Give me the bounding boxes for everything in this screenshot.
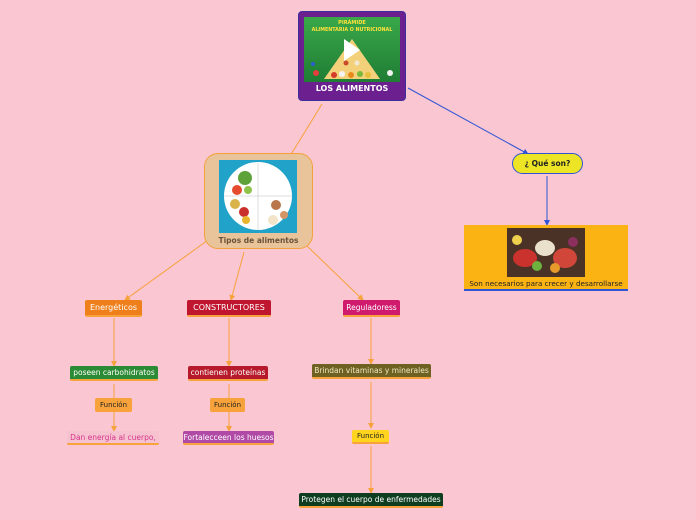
reguladores-detail[interactable]: Brindan vitaminas y minerales [312,364,431,379]
constructores-detail[interactable]: contienen proteínas [188,366,268,381]
what-answer-node[interactable]: Son necesarios para crecer y desarrollar… [464,225,628,291]
link-types-constructores [229,251,245,301]
link-types-reguladores [304,243,364,301]
pyramid-title-line2: ALIMENTARIA O NUTRICIONAL [311,28,393,33]
types-title: Tipos de alimentos [218,236,299,245]
what-question-node[interactable]: ¿ Qué son? [512,153,583,174]
reguladores-node[interactable]: Reguladoress [343,300,400,317]
reguladores-function-label[interactable]: Función [352,430,389,444]
pyramid-video-thumbnail[interactable]: PIRÁMIDE ALIMENTARIA O NUTRICIONAL [304,17,400,82]
energeticos-node[interactable]: Energéticos [85,300,142,317]
link-root-types [289,103,323,157]
reguladores-function-text[interactable]: Protegen el cuerpo de enfermedades [299,493,443,508]
constructores-function-label[interactable]: Función [210,398,245,412]
types-node[interactable]: Tipos de alimentos [204,153,313,249]
constructores-node[interactable]: CONSTRUCTORES [187,300,271,317]
root-title: LOS ALIMENTOS [315,84,389,93]
energeticos-function-text[interactable]: Dan energía al cuerpo, [67,431,159,445]
pyramid-title-line1: PIRÁMIDE [338,20,366,26]
constructores-function-text[interactable]: Fortalecceen los huesos [183,431,274,445]
food-photo-illustration [507,228,585,277]
root-node[interactable]: PIRÁMIDE ALIMENTARIA O NUTRICIONAL LOS A… [298,11,406,101]
food-plate-illustration [224,162,292,230]
link-types-energeticos [124,239,209,301]
food-photo [507,228,585,277]
play-icon[interactable] [344,39,360,61]
what-answer-text: Son necesarios para crecer y desarrollar… [469,279,623,288]
link-root-what [407,87,529,155]
food-plate-image [219,160,297,233]
energeticos-detail[interactable]: poseen carbohidratos [70,366,158,381]
energeticos-function-label[interactable]: Función [95,398,132,412]
